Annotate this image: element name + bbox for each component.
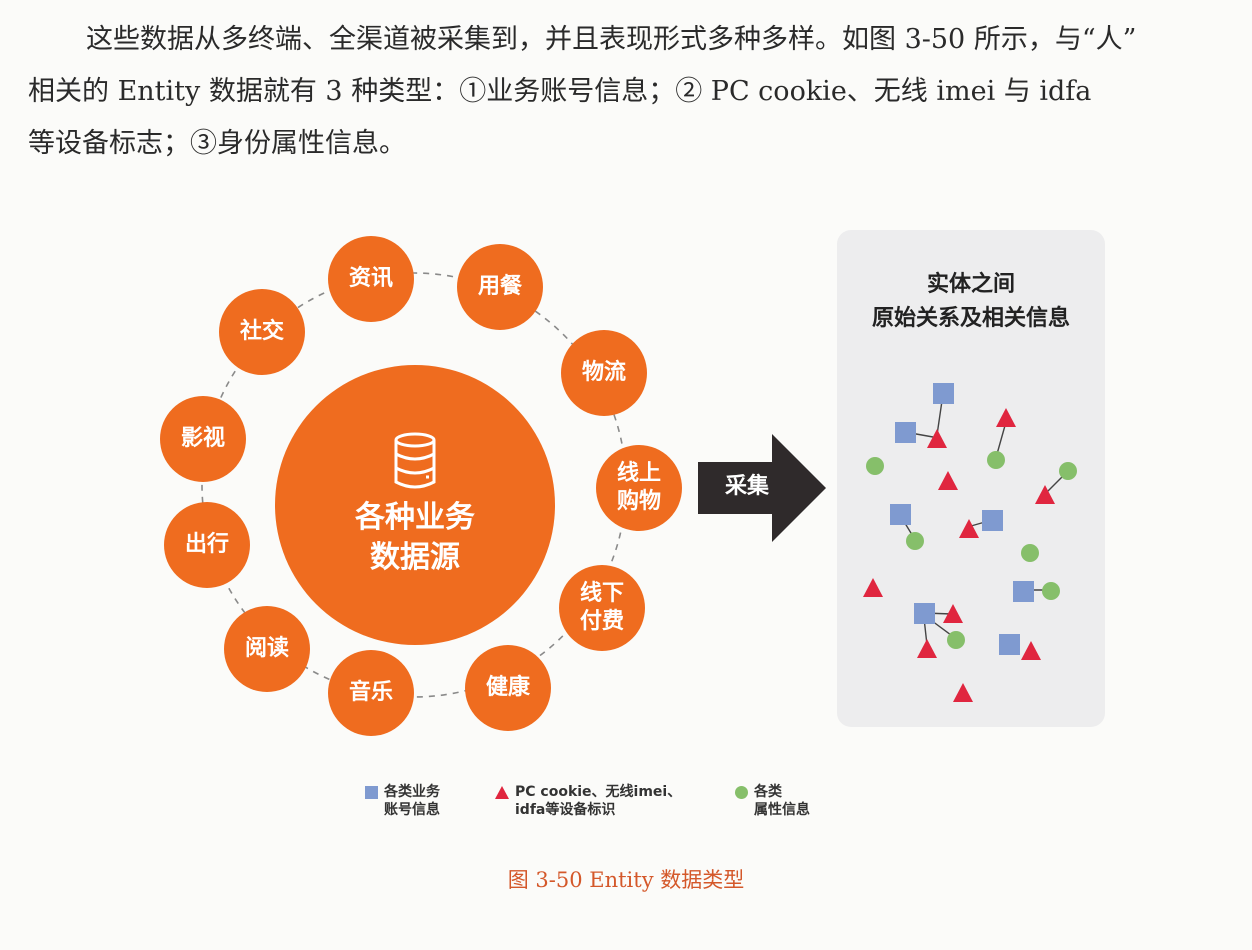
legend-devices: PC cookie、无线imei、 idfa等设备标识 — [495, 783, 681, 819]
source-label: 阅读 — [244, 636, 289, 661]
source-video: 影视 — [160, 396, 246, 482]
device-marker — [996, 408, 1016, 427]
attribute-marker — [906, 532, 924, 550]
panel-title: 实体之间 原始关系及相关信息 — [871, 272, 1070, 331]
account-marker — [999, 634, 1020, 655]
collect-arrow — [698, 434, 826, 542]
attribute-marker — [1042, 582, 1060, 600]
legend-label: 各类 属性信息 — [754, 784, 810, 818]
source-health: 健康 — [465, 645, 551, 731]
source-label: 线上 购物 — [616, 461, 661, 514]
intro-paragraph: 这些数据从多终端、全渠道被采集到，并且表现形式多种多样。如图 3-50 所示，与… — [28, 14, 1228, 170]
source-news: 资讯 — [328, 236, 414, 322]
square-icon — [365, 786, 378, 799]
triangle-icon — [495, 786, 509, 799]
source-label: 物流 — [581, 360, 626, 385]
source-label: 用餐 — [477, 274, 522, 299]
database-icon — [394, 432, 436, 489]
device-marker — [1035, 485, 1055, 504]
source-logistics: 物流 — [561, 330, 647, 416]
source-label: 社交 — [239, 319, 284, 344]
device-marker — [863, 578, 883, 597]
attribute-marker — [987, 451, 1005, 469]
legend-label: 各类业务 账号信息 — [384, 784, 440, 818]
source-label: 健康 — [485, 675, 530, 700]
account-marker — [895, 422, 916, 443]
circle-icon — [735, 786, 748, 799]
center-label: 各种业务 数据源 — [355, 500, 475, 575]
source-online-shopping: 线上 购物 — [596, 445, 682, 531]
attribute-marker — [866, 457, 884, 475]
legend-accounts: 各类业务 账号信息 — [365, 783, 440, 819]
device-marker — [1021, 641, 1041, 660]
source-label: 出行 — [184, 532, 229, 557]
source-reading: 阅读 — [224, 606, 310, 692]
source-label: 影视 — [180, 426, 225, 451]
device-marker — [959, 519, 979, 538]
collect-label: 采集 — [724, 474, 769, 499]
attribute-marker — [1021, 544, 1039, 562]
paragraph-line: 这些数据从多终端、全渠道被采集到，并且表现形式多种多样。如图 3-50 所示，与… — [86, 24, 1137, 55]
device-marker — [943, 604, 963, 623]
legend-label: PC cookie、无线imei、 idfa等设备标识 — [515, 784, 682, 818]
attribute-marker — [1059, 462, 1077, 480]
source-social: 社交 — [219, 289, 305, 375]
source-dining: 用餐 — [457, 244, 543, 330]
account-marker — [933, 383, 954, 404]
device-marker — [938, 471, 958, 490]
device-marker — [953, 683, 973, 702]
account-marker — [1013, 581, 1034, 602]
device-marker — [927, 429, 947, 448]
legend-attributes: 各类 属性信息 — [735, 783, 810, 819]
paragraph-line: 相关的 Entity 数据就有 3 种类型：①业务账号信息；② PC cooki… — [28, 76, 1092, 107]
account-marker — [914, 603, 935, 624]
entity-scatter — [863, 383, 1077, 702]
center-hub: 各种业务 数据源 — [275, 365, 555, 645]
device-marker — [917, 639, 937, 658]
attribute-marker — [947, 631, 965, 649]
account-marker — [890, 504, 911, 525]
source-label: 线下 付费 — [579, 581, 624, 634]
source-label: 音乐 — [348, 680, 393, 705]
paragraph-line: 等设备标志；③身份属性信息。 — [28, 128, 406, 159]
source-music: 音乐 — [328, 650, 414, 736]
source-travel: 出行 — [164, 502, 250, 588]
account-marker — [982, 510, 1003, 531]
figure-caption: 图 3-50 Entity 数据类型 — [507, 868, 745, 892]
source-label: 资讯 — [348, 266, 393, 291]
source-offline-payment: 线下 付费 — [559, 565, 645, 651]
